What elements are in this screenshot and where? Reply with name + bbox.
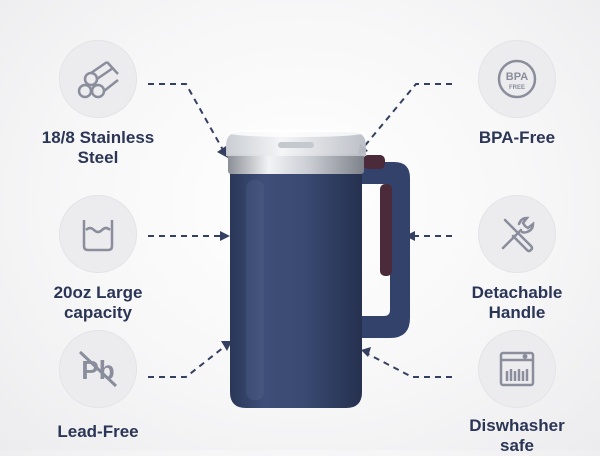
connector-lead xyxy=(148,346,225,378)
tools-icon xyxy=(501,216,535,253)
mug-handle xyxy=(356,155,410,338)
feature-bpa-free: BPA FREE BPA-Free xyxy=(427,40,600,148)
feature-icon-circle xyxy=(478,330,556,408)
feature-label-lead: Lead-Free xyxy=(57,422,139,441)
connector-bpa xyxy=(362,83,452,149)
feature-label-bpa: BPA-Free xyxy=(478,128,556,147)
connector-dishwasher xyxy=(367,353,452,378)
feature-lead-free: Pb Lead-Free xyxy=(8,330,188,442)
svg-text:BPA: BPA xyxy=(506,71,528,83)
feature-stainless-steel: 18/8 Stainless Steel xyxy=(8,40,188,168)
feature-icon-circle xyxy=(59,195,137,273)
feature-detachable-handle: Detachable Handle xyxy=(427,195,600,323)
feature-icon-circle: Pb xyxy=(59,330,137,408)
mug-body xyxy=(230,172,362,408)
feature-icon-circle xyxy=(59,40,137,118)
bpa-free-badge-icon: BPA FREE xyxy=(497,59,537,99)
lead-free-icon: Pb xyxy=(78,350,118,388)
feature-label-dishwasher: Diswhasher safe xyxy=(469,416,565,455)
feature-icon-circle xyxy=(478,195,556,273)
feature-label-steel: 18/8 Stainless Steel xyxy=(41,128,155,167)
connector-steel xyxy=(148,83,224,151)
feature-label-handle: Detachable Handle xyxy=(471,283,563,322)
feature-capacity: 20oz Large capacity xyxy=(8,195,188,323)
water-cup-icon xyxy=(82,220,114,252)
steel-pipes-icon xyxy=(77,60,119,99)
dishwasher-icon xyxy=(499,351,535,387)
connector-lines xyxy=(148,83,452,378)
feature-label-capacity: 20oz Large capacity xyxy=(53,283,143,322)
feature-dishwasher-safe: Diswhasher safe xyxy=(427,330,600,456)
feature-icon-circle: BPA FREE xyxy=(478,40,556,118)
mug-rim xyxy=(228,154,364,174)
svg-text:FREE: FREE xyxy=(509,85,525,91)
